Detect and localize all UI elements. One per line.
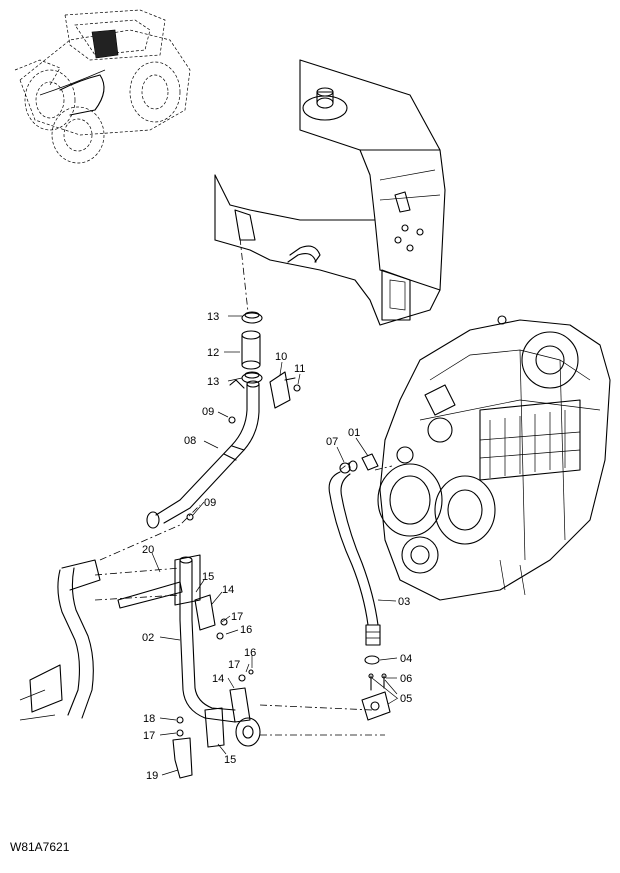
callout-03: 03 <box>398 596 410 608</box>
pipe-08 <box>146 371 301 529</box>
callout-19: 19 <box>146 770 158 782</box>
callout-01: 01 <box>348 427 360 439</box>
callout-09-upper: 09 <box>202 406 214 418</box>
transmission <box>377 315 611 601</box>
callout-17-upper: 17 <box>231 611 243 623</box>
callout-15-lower: 15 <box>224 754 236 766</box>
centre-lines <box>94 237 393 736</box>
callout-labels: 13 12 13 10 11 09 08 09 07 01 20 15 14 1… <box>142 311 412 782</box>
drawing-code: W81A7621 <box>10 840 70 854</box>
callout-16-middle: 16 <box>244 647 256 659</box>
callout-16-upper: 16 <box>240 624 252 636</box>
callout-09-lower: 09 <box>204 497 216 509</box>
left-frame <box>19 559 101 721</box>
machine-thumbnail <box>14 9 191 164</box>
callout-10: 10 <box>275 351 287 363</box>
callout-17-lower: 17 <box>143 730 155 742</box>
engine-body <box>214 59 446 326</box>
callout-13-top: 13 <box>207 311 219 323</box>
callout-14-lower: 14 <box>212 673 224 685</box>
callout-14-upper: 14 <box>222 584 234 596</box>
callout-leaders <box>151 315 399 776</box>
callout-04: 04 <box>400 653 412 665</box>
callout-13-lower: 13 <box>207 376 219 388</box>
callout-07: 07 <box>326 436 338 448</box>
callout-15-upper: 15 <box>202 571 214 583</box>
callout-06: 06 <box>400 673 412 685</box>
callout-08: 08 <box>184 435 196 447</box>
callout-20: 20 <box>142 544 154 556</box>
callout-12: 12 <box>207 347 219 359</box>
callout-02: 02 <box>142 632 154 644</box>
callout-18: 18 <box>143 713 155 725</box>
callout-05: 05 <box>400 693 412 705</box>
callout-11: 11 <box>294 363 305 375</box>
callout-17-middle: 17 <box>228 659 240 671</box>
hose-13-12 <box>241 311 263 384</box>
hose-03 <box>328 453 391 721</box>
pipe-02 <box>117 554 261 779</box>
